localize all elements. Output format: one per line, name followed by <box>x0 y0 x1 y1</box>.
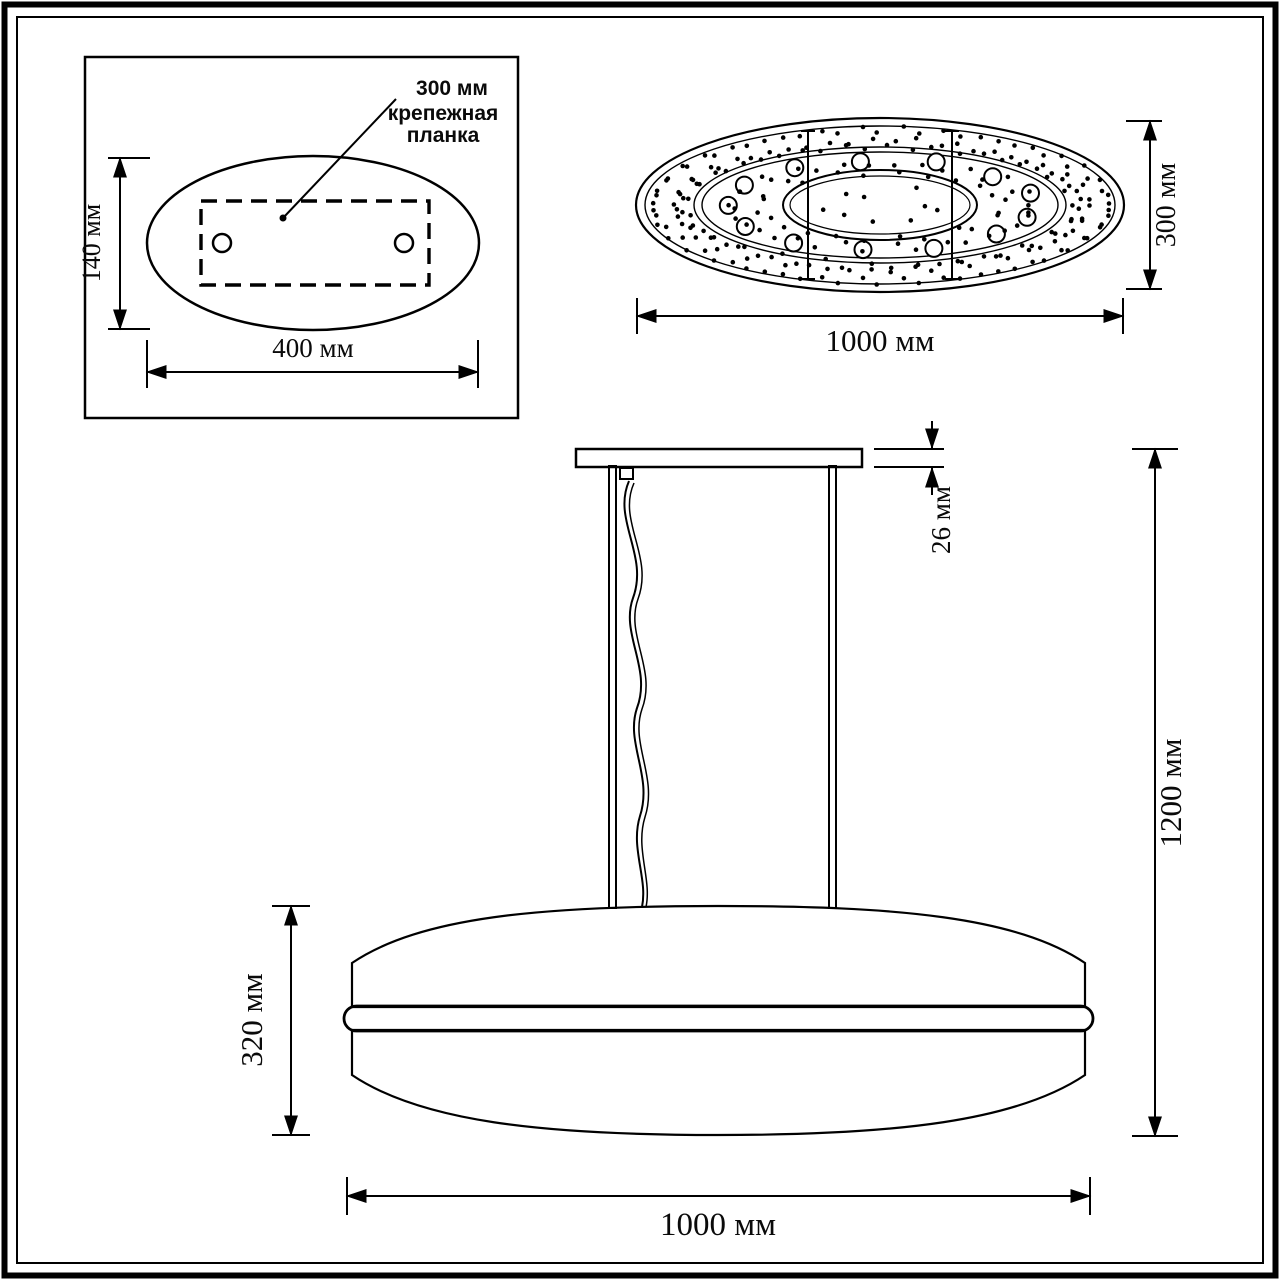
dim-320: 320 мм <box>234 904 310 1137</box>
mounting-bar-dashed <box>199 199 431 287</box>
callout-leader <box>282 98 397 219</box>
body-top-fringe <box>350 904 1087 1009</box>
suspension-rod-left <box>608 465 617 909</box>
callout-label-line2: планка <box>407 124 480 147</box>
dim-400: 400 мм <box>145 333 480 388</box>
detail-box <box>83 55 520 420</box>
side-view: 26 мм 1200 мм 320 мм 1000 мм <box>234 421 1188 1243</box>
cable-gland <box>619 467 634 480</box>
dim-400-label: 400 мм <box>272 333 353 363</box>
dim-26-label: 26 мм <box>926 486 956 554</box>
crystal-dots <box>650 124 1112 287</box>
callout-label-line1: крепежная <box>388 102 499 125</box>
dim-300-label: 300 мм <box>1151 163 1182 248</box>
body-mid-band <box>342 1004 1095 1033</box>
dim-1000-bottom-label: 1000 мм <box>660 1207 776 1243</box>
dim-140: 140 мм <box>77 156 150 331</box>
dim-1000-bottom: 1000 мм <box>345 1177 1092 1243</box>
dim-320-label: 320 мм <box>234 973 269 1066</box>
suspension-rod-right <box>828 465 837 909</box>
suspension-marks <box>801 130 959 280</box>
mount-hole-left <box>211 232 233 254</box>
power-cable <box>623 480 650 908</box>
dim-1200-label: 1200 мм <box>1153 739 1188 848</box>
top-inner-oval <box>782 169 978 241</box>
ceiling-plate <box>574 447 864 469</box>
dim-140-label: 140 мм <box>77 204 106 282</box>
top-outer-ellipse <box>634 116 1126 294</box>
dim-1200: 1200 мм <box>1132 447 1188 1138</box>
dim-26: 26 мм <box>874 421 956 554</box>
dim-1000-top: 1000 мм <box>635 298 1125 358</box>
top-view: 1000 мм 300 мм <box>634 116 1182 358</box>
callout-size-label: 300 мм <box>416 77 488 100</box>
body-bottom-fringe <box>350 1028 1087 1137</box>
dim-300: 300 мм <box>1126 119 1182 291</box>
canopy-ellipse <box>145 154 481 332</box>
mount-hole-right <box>393 232 415 254</box>
dim-1000-top-label: 1000 мм <box>826 323 935 358</box>
lamp-circles <box>718 152 1040 260</box>
detail-view: 300 мм крепежная планка 140 мм 400 мм <box>77 55 520 420</box>
